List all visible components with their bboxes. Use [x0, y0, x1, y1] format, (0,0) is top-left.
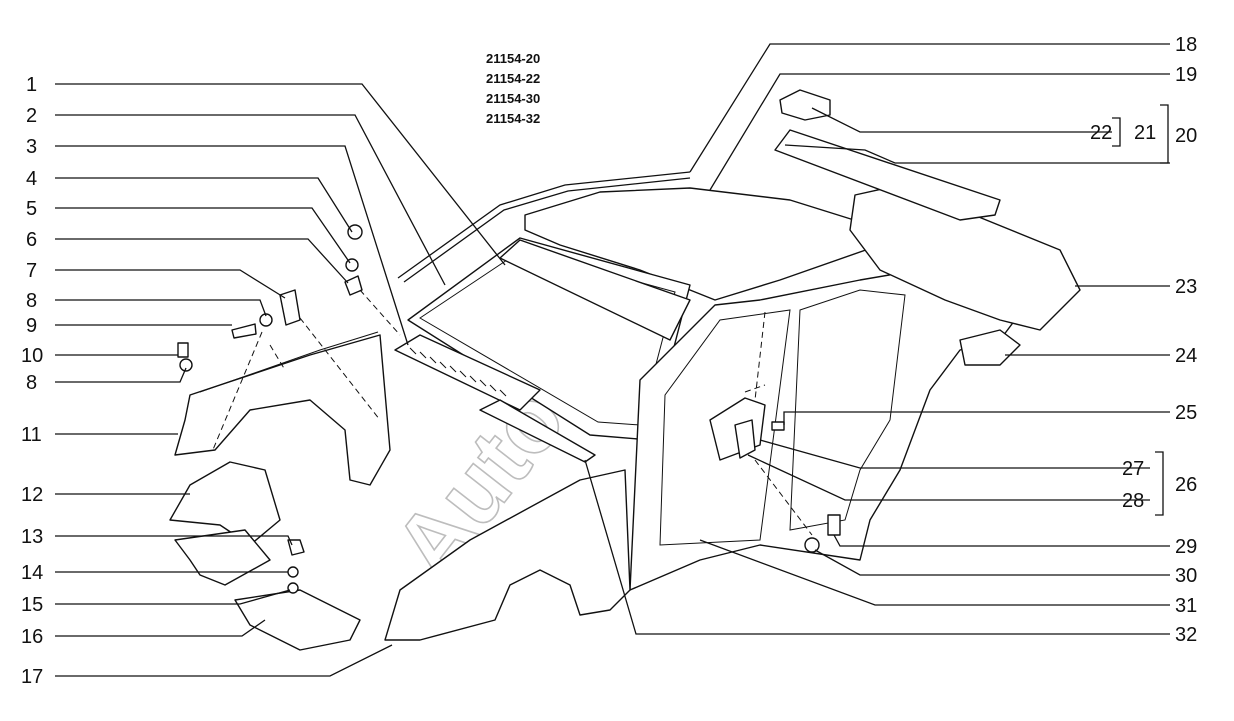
- callout-27: 27: [1122, 458, 1144, 480]
- callout-14: 14: [21, 562, 43, 584]
- callout-22: 22: [1090, 122, 1112, 144]
- washer-8b: [179, 358, 193, 372]
- side-panel: [629, 264, 1031, 591]
- callout-23: 23: [1175, 276, 1197, 298]
- front-body-side: [384, 469, 631, 641]
- callout-12: 12: [21, 484, 43, 506]
- washer-30: [804, 537, 820, 553]
- callout-29: 29: [1175, 536, 1197, 558]
- callout-1: 1: [26, 74, 37, 96]
- filler-stop: [771, 421, 785, 431]
- model-codes: 21154-20 21154-22 21154-30 21154-32: [486, 51, 540, 126]
- assembly-line-7: [744, 384, 766, 393]
- washer-14: [287, 566, 299, 578]
- roof-front-panel: [499, 239, 691, 341]
- roof-strip: [397, 171, 691, 279]
- assembly-line-2: [211, 331, 263, 453]
- callout-11: 11: [21, 424, 42, 446]
- callout-30: 30: [1175, 565, 1197, 587]
- assembly-line-6: [754, 459, 813, 536]
- callout-25: 25: [1175, 402, 1197, 424]
- fastener-4: [347, 224, 363, 240]
- assembly-line-4: [359, 289, 401, 336]
- assembly-line-3: [269, 344, 286, 371]
- callout-28: 28: [1122, 490, 1144, 512]
- callout-19: 19: [1175, 64, 1197, 86]
- callout-5: 5: [26, 198, 37, 220]
- fender-edge: [199, 331, 379, 393]
- model-code-1: 21154-20: [486, 51, 540, 66]
- cowl-grille: [394, 334, 541, 411]
- washer-8a: [259, 313, 273, 327]
- bolt-10: [177, 342, 189, 358]
- fuel-filler-hinge: [734, 419, 756, 459]
- cowl-panel: [479, 399, 596, 463]
- callout-9: 9: [26, 315, 37, 337]
- callout-13: 13: [21, 526, 43, 548]
- model-code-3: 21154-30: [486, 91, 540, 106]
- windshield-inner: [419, 249, 676, 426]
- callout-7: 7: [26, 260, 37, 282]
- callout-18: 18: [1175, 34, 1197, 56]
- leader-lines: [55, 43, 1170, 677]
- assembly-line-1: [299, 317, 381, 421]
- callout-3: 3: [26, 136, 37, 158]
- model-code-2: 21154-22: [486, 71, 540, 86]
- callout-20: 20: [1175, 125, 1197, 147]
- fastener-6: [344, 275, 363, 296]
- callout-16: 16: [21, 626, 43, 648]
- callout-8a: 8: [26, 290, 37, 312]
- cowl-slots: [409, 347, 507, 397]
- fender-liner-lower: [234, 589, 361, 651]
- clip-7: [279, 289, 301, 326]
- screw-9: [231, 323, 257, 339]
- assembly-line-5: [754, 311, 766, 401]
- callout-8b: 8: [26, 372, 37, 394]
- callout-10: 10: [21, 345, 43, 367]
- model-code-4: 21154-32: [486, 111, 540, 126]
- front-fender: [174, 334, 391, 486]
- callouts-left: 1 2 3 4 5 6 7 8 9 10 8 11 12 13 14 15 16…: [21, 74, 43, 688]
- callout-24: 24: [1175, 345, 1197, 367]
- callout-4: 4: [26, 168, 37, 190]
- parts-drawing: [169, 89, 1081, 651]
- callout-21: 21: [1134, 122, 1156, 144]
- rear-door-opening: [789, 289, 906, 531]
- rear-cross-member: [774, 129, 1001, 221]
- callout-6: 6: [26, 229, 37, 251]
- bolt-29: [827, 514, 841, 536]
- callout-31: 31: [1175, 595, 1197, 617]
- callout-2: 2: [26, 105, 37, 127]
- callout-26: 26: [1175, 474, 1197, 496]
- callout-17: 17: [21, 666, 43, 688]
- callout-15: 15: [21, 594, 43, 616]
- fender-liner-upper: [169, 461, 281, 546]
- roof-panel: [524, 187, 881, 301]
- callout-32: 32: [1175, 624, 1197, 646]
- rear-bracket: [779, 89, 831, 121]
- roof-strip-inner: [403, 177, 691, 283]
- fender-liner-mid: [174, 529, 271, 586]
- front-door-opening: [659, 309, 791, 546]
- screw-15: [287, 582, 299, 594]
- callouts-right: 18 19 22 21 20 23 24 25 27 26 28 29 30 3…: [1090, 34, 1197, 646]
